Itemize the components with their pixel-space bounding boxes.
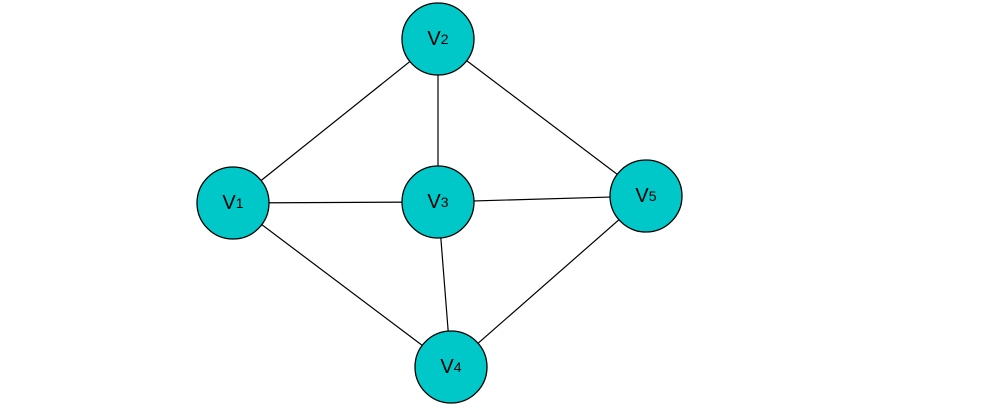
node-label-index: 2 — [441, 31, 449, 47]
node-v2: V2 — [401, 2, 475, 76]
node-circle — [401, 2, 475, 76]
node-v4: V4 — [414, 330, 488, 404]
node-v1: V1 — [196, 166, 270, 240]
node-label: V3 — [427, 191, 448, 213]
node-label-letter: V — [222, 192, 236, 214]
node-label: V4 — [440, 356, 461, 378]
node-label: V5 — [635, 185, 656, 207]
node-circle — [414, 330, 488, 404]
node-circle — [609, 159, 683, 233]
node-label-letter: V — [427, 191, 441, 213]
edge-v4-v5 — [450, 195, 647, 368]
node-label-index: 3 — [441, 194, 449, 210]
node-label-letter: V — [427, 28, 441, 50]
node-label-index: 4 — [454, 359, 462, 375]
node-label-index: 5 — [649, 188, 657, 204]
node-label: V2 — [427, 28, 448, 50]
edge-v1-v4 — [232, 202, 452, 368]
node-label-index: 1 — [236, 195, 244, 211]
node-label-letter: V — [635, 185, 649, 207]
node-label: V1 — [222, 192, 243, 214]
node-v3: V3 — [401, 165, 475, 239]
node-circle — [401, 165, 475, 239]
edge-v2-v5 — [437, 38, 647, 197]
node-v5: V5 — [609, 159, 683, 233]
node-label-letter: V — [440, 356, 454, 378]
edge-v1-v2 — [232, 38, 439, 204]
node-circle — [196, 166, 270, 240]
